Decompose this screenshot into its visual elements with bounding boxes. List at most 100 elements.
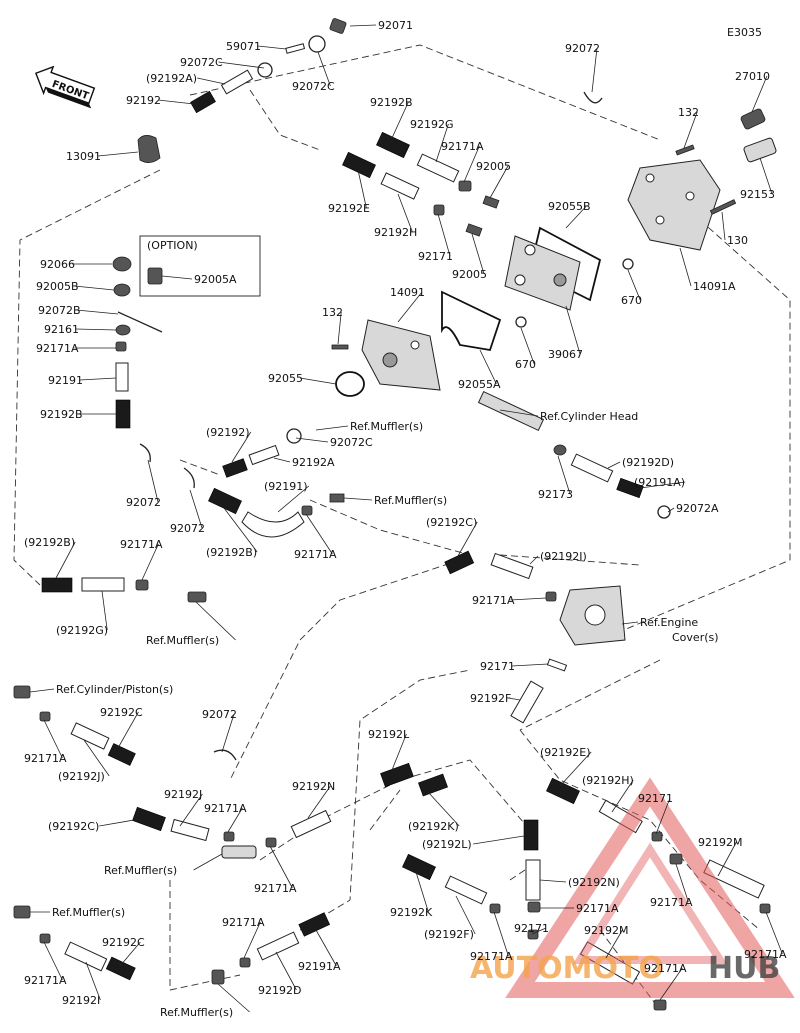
hose-92192M-b: [579, 941, 641, 985]
label-92005b: 92005B: [36, 280, 79, 293]
label-92171a-k: 92171A: [24, 974, 67, 987]
leader-132-a: [683, 111, 698, 149]
leader-92171a-k: [43, 941, 63, 981]
watermark-text-2: HUB: [708, 951, 780, 986]
spring-92192B-p2: [41, 577, 73, 593]
leader-ref-cyl-piston: [29, 688, 55, 693]
label-ref-muffler-f: Ref.Muffler(s): [160, 1006, 233, 1019]
leader-92192c-p: [457, 521, 478, 557]
leader-92005-b: [471, 233, 485, 275]
label-132-a: 132: [678, 106, 699, 119]
spring-92192C-b: [105, 956, 136, 981]
label-92055a: 92055A: [458, 378, 501, 391]
spring-92192C-a: [107, 743, 136, 766]
clip-92072A: [657, 505, 671, 519]
gasket-92055A: [441, 290, 502, 352]
valve-body-39067: [504, 235, 581, 311]
spring-92192B-a: [376, 131, 410, 159]
option-label: (OPTION): [147, 239, 198, 252]
leader-92072c-a: [218, 61, 265, 69]
leader-92192-p: [231, 431, 252, 463]
label-92192g-p: (92192G): [56, 624, 108, 637]
label-92153: 92153: [740, 188, 775, 201]
label-92171a-g: 92171A: [204, 802, 247, 815]
spring-92192L-a: [380, 762, 414, 788]
label-92192k-a: 92192K: [390, 906, 433, 919]
label-92173: 92173: [538, 488, 573, 501]
label-670-a: 670: [621, 294, 642, 307]
watermark-logo: AUTOMOTO HUB: [470, 777, 795, 998]
clamp-92171A-g: [223, 831, 235, 842]
clip-92072C-c: [286, 428, 302, 444]
spring-92192B-b: [115, 399, 131, 429]
leader-92072-c: [189, 489, 203, 529]
leader-39067: [565, 305, 581, 355]
hose-92192I-a: [64, 941, 108, 972]
leader-92072b: [76, 309, 119, 315]
clip-92072-b: [139, 443, 151, 463]
label-92192e-a: 92192E: [328, 202, 370, 215]
leader-92192j-p: [83, 739, 110, 777]
label-130: 130: [727, 234, 748, 247]
label-92072-top: 92072: [565, 42, 600, 55]
leader-92191: [79, 377, 117, 381]
label-92192j-p: (92192J): [58, 770, 105, 783]
clamp-92171A-a: [458, 180, 472, 192]
leader-ref-muffler-d: [193, 853, 223, 871]
leader-92192f-p: [455, 895, 476, 935]
clamp-92171A-f: [39, 711, 51, 722]
leader-lines: [29, 24, 783, 1013]
label-92072-c: 92072: [170, 522, 205, 535]
leader-14091a: [679, 247, 692, 287]
label-92171a-f: 92171A: [24, 752, 67, 765]
leader-130: [721, 211, 726, 241]
pump-ref-engine-cover: [559, 585, 626, 646]
spring-92191A-p: [616, 477, 644, 499]
cap-92161: [115, 324, 131, 336]
bolt-132-a: [675, 144, 695, 156]
label-92161: 92161: [44, 323, 79, 336]
label-92192h-a: 92192H: [374, 226, 417, 239]
clip-92072-top: [583, 91, 603, 104]
label-92192c-b: 92192C: [102, 936, 145, 949]
leader-92171-c: [655, 797, 671, 835]
spring-92192: [190, 90, 216, 114]
spring-92192K-p: [418, 773, 448, 797]
spring-92192C-p2: [132, 806, 166, 832]
spring-92192-p: [222, 458, 248, 478]
leader-92192g-p: [101, 590, 108, 631]
label-ref-engine-cover: Ref.Engine: [640, 616, 698, 629]
label-92171a-o: 92171A: [222, 916, 265, 929]
cap-13091: [137, 135, 161, 163]
leader-92192e-p: [559, 751, 592, 787]
label-14091: 14091: [390, 286, 425, 299]
clip-92072C-b: [257, 62, 273, 78]
clamp-92171A-n: [653, 999, 667, 1011]
leader-92055b: [565, 205, 587, 229]
nozzle-92005-a: [482, 195, 500, 209]
leader-92171a-a: [463, 145, 480, 183]
diagram-code: E3035: [727, 26, 762, 39]
leader-92072-d: [221, 713, 235, 753]
leader-92192g-a: [435, 123, 449, 163]
label-59071: 59071: [226, 40, 261, 53]
label-92192c-a: 92192C: [100, 706, 143, 719]
label-92005-a: 92005: [476, 160, 511, 173]
label-92192b-b: 92192B: [40, 408, 83, 421]
label-92072-d: 92072: [202, 708, 237, 721]
clamp-92171A-m: [759, 903, 771, 914]
leader-92173: [557, 455, 571, 495]
leader-92192d-p: [607, 461, 621, 469]
label-92192a-p: (92192A): [146, 72, 197, 85]
leader-92171-a: [437, 213, 451, 257]
hose-92192F-a: [510, 680, 544, 724]
hose-92192J-a: [170, 818, 210, 842]
leader-ref-cyl-head: [499, 409, 539, 417]
leader-92192i-p: [529, 555, 539, 565]
leader-132-b: [337, 311, 342, 345]
leader-92005-a: [489, 165, 509, 199]
label-92192i-p: (92192I): [540, 550, 587, 563]
label-92072c-b: 92072C: [292, 80, 335, 93]
leader-92171a-j: [675, 863, 689, 903]
connector-92071: [329, 18, 347, 34]
